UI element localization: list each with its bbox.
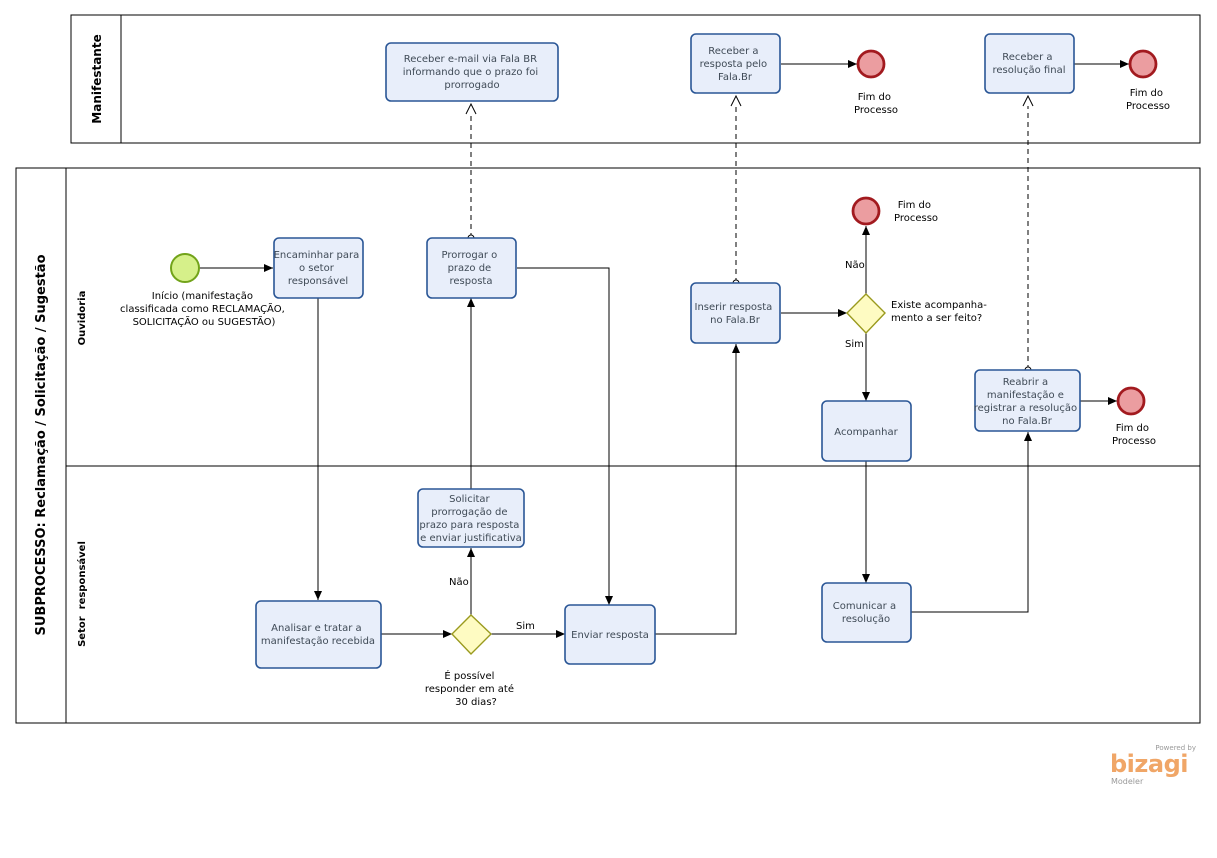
- end-event-resposta: Fim do Processo: [854, 49, 898, 116]
- bizagi-logo: Powered by bizagi Modeler: [1108, 744, 1198, 788]
- task-acompanhar[interactable]: Acompanhar: [821, 400, 912, 462]
- task-receber-resposta[interactable]: Receber a resposta pelo Fala.Br: [690, 33, 781, 94]
- pool-manifestante-title: Manifestante: [90, 34, 104, 123]
- flow-enviar-inserir: [655, 344, 740, 635]
- flow-label-nao: Não: [449, 577, 469, 588]
- task-analisar[interactable]: Analisar e tratar a manifestação recebid…: [255, 600, 382, 669]
- svg-text:Encaminhar para o setor: Encaminhar para o setor responsável: [274, 250, 363, 287]
- sequence-flows: [199, 60, 1129, 638]
- end-event-reabertura: Fim do Processo: [1112, 386, 1156, 447]
- task-receber-resolucao[interactable]: Receber a resolução final: [984, 33, 1075, 94]
- modeler-label: Modeler: [1111, 777, 1144, 786]
- task-encaminhar[interactable]: Encaminhar para o setor responsável: [273, 237, 364, 299]
- flow-comunicar-reabrir: [911, 432, 1032, 613]
- svg-text:Receber e-mail via Fala BR: Receber e-mail via Fala BR informando qu…: [403, 54, 542, 91]
- svg-text:Comunicar a resolução: Comunicar a resolução: [833, 601, 900, 625]
- svg-text:Enviar resposta: Enviar resposta: [571, 630, 649, 641]
- svg-text:Prorrogar o prazo de: Prorrogar o prazo de resposta: [442, 250, 501, 287]
- task-reabrir[interactable]: Reabrir a manifestação e registrar a res…: [974, 369, 1081, 432]
- start-event-label: Início (manifestação classificada como R…: [120, 290, 288, 328]
- flow-label-sim: Sim: [845, 339, 864, 350]
- svg-text:Receber a resolução fina: Receber a resolução final: [993, 52, 1066, 76]
- gateway-possivel-responder: É possível responder em até 30 dias?: [425, 614, 517, 708]
- flow-prorrogar-enviar: [517, 267, 613, 605]
- lane-setor-title: Setor responsável: [76, 541, 88, 647]
- end-event-label: Fim do Processo: [1112, 423, 1156, 447]
- end-event-label: Fim do Processo: [894, 200, 938, 224]
- svg-text:Receber a resposta pelo: Receber a resposta pelo Fala.Br: [700, 46, 771, 83]
- lane-ouvidoria-title: Ouvidoria: [77, 291, 88, 346]
- svg-text:Acompanhar: Acompanhar: [834, 427, 898, 438]
- powered-by-label: Powered by: [1155, 744, 1196, 752]
- task-comunicar-resolucao[interactable]: Comunicar a resolução: [821, 582, 912, 643]
- gateway-possivel-label: É possível responder em até 30 dias?: [425, 669, 517, 708]
- task-enviar-resposta[interactable]: Enviar resposta: [564, 604, 656, 665]
- end-event-sem-acompanhamento: Fim do Processo: [851, 196, 938, 226]
- flow-label-nao: Não: [845, 260, 865, 271]
- task-inserir-resposta[interactable]: Inserir resposta no Fala.Br: [690, 282, 781, 344]
- end-event-label: Fim do Processo: [854, 92, 898, 116]
- svg-text:Reabrir a manifestação e: Reabrir a manifestação e registrar a res…: [974, 377, 1081, 427]
- task-receber-email[interactable]: Receber e-mail via Fala BR informando qu…: [385, 42, 559, 102]
- task-solicitar-prorrogacao[interactable]: Solicitar prorrogação de prazo para resp…: [417, 488, 525, 548]
- bizagi-brand: bizagi: [1110, 750, 1188, 778]
- gateway-acompanhamento-label: Existe acompanha- mento a ser feito?: [891, 300, 990, 324]
- end-event-resolucao: Fim do Processo: [1126, 49, 1170, 112]
- svg-text:Solicitar prorrogação de: Solicitar prorrogação de prazo para resp…: [419, 494, 522, 544]
- end-event-label: Fim do Processo: [1126, 88, 1170, 112]
- pool-subprocesso-title: SUBPROCESSO: Reclamação / Solicitação / …: [34, 254, 49, 635]
- start-event: Início (manifestação classificada como R…: [120, 253, 288, 328]
- task-prorrogar[interactable]: Prorrogar o prazo de resposta: [426, 237, 517, 299]
- svg-text:Analisar e tratar a mani: Analisar e tratar a manifestação recebid…: [261, 623, 375, 647]
- gateway-acompanhamento: Existe acompanha- mento a ser feito?: [846, 293, 990, 335]
- svg-text:Inserir resposta no Fala: Inserir resposta no Fala.Br: [695, 302, 776, 326]
- flow-label-sim: Sim: [516, 621, 535, 632]
